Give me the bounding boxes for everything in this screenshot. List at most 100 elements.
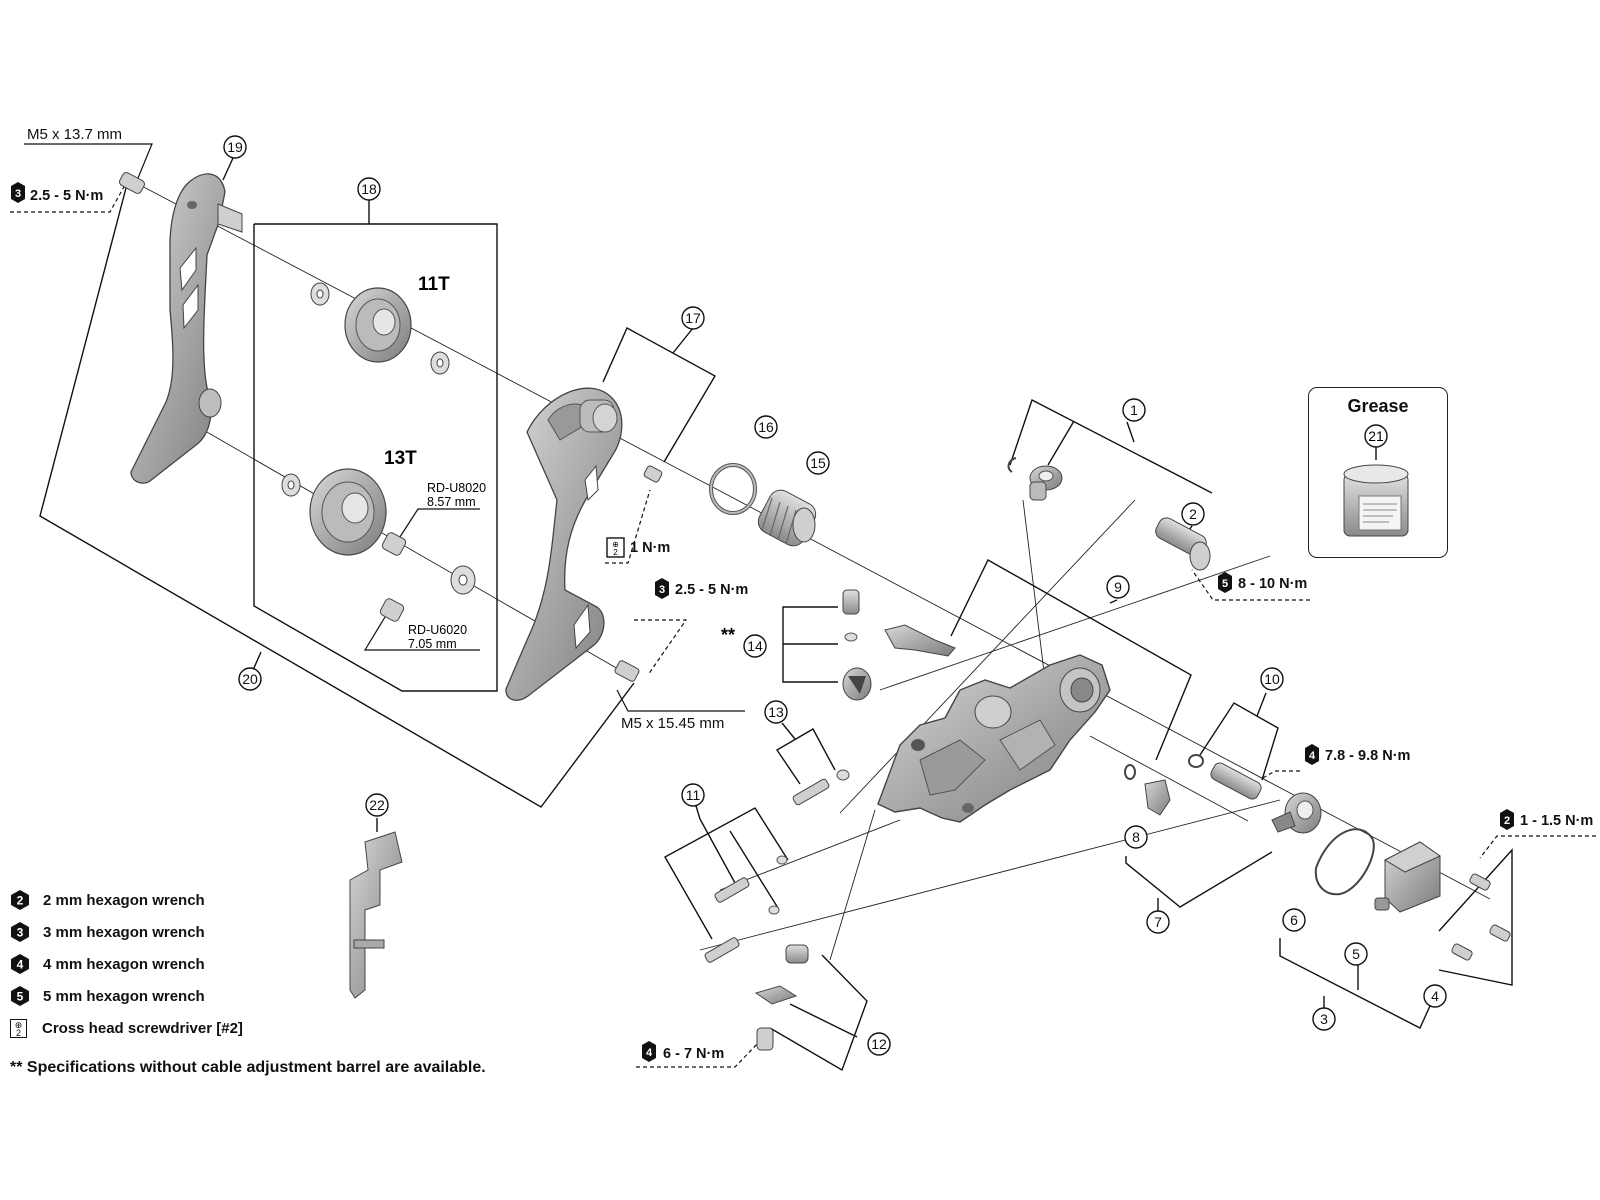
grease-title: Grease [1347,396,1409,416]
cable-guide [884,624,956,657]
svg-text:1 N·m: 1 N·m [630,540,670,556]
grease-box: Grease 21 [1308,387,1448,558]
callout-4: 4 [1423,984,1447,1008]
legend-item: 5 5 mm hexagon wrench [10,980,590,1012]
hex-wrench-icon: 4 [11,954,29,974]
svg-text:4: 4 [1309,750,1316,762]
double-asterisk: ** [721,625,735,645]
legend-text: Cross head screwdriver [#2] [42,1019,243,1037]
svg-text:3: 3 [17,926,24,940]
legend-item: ⊕2 Cross head screwdriver [#2] [10,1012,590,1044]
callout-1: 1 [1122,398,1146,422]
callout-2: 2 [1181,502,1205,526]
svg-text:8 - 10 N·m: 8 - 10 N·m [1238,576,1307,592]
svg-text:20: 20 [242,671,258,687]
callout-8: 8 [1124,825,1148,849]
svg-text:15: 15 [810,455,826,471]
callout-10: 10 [1260,667,1284,691]
pulley-set [281,282,476,622]
spring-clip [709,463,757,515]
svg-text:13: 13 [768,704,784,720]
callout-brackets [39,157,1513,1072]
mounting-bolt [1155,517,1211,571]
inner-cage-plate [130,173,243,484]
callout-14: 14 [743,634,767,658]
torque-12: 4 6 - 7 N·m [642,1041,724,1062]
cage-screw [119,172,145,194]
callout-20: 20 [238,667,262,691]
callout-15: 15 [806,451,830,475]
svg-text:22: 22 [369,797,385,813]
cable-adjust-barrel [842,589,872,701]
clutch-axle [1188,754,1262,800]
svg-text:16: 16 [758,419,774,435]
svg-text:9: 9 [1114,579,1122,595]
torque-17b: 3 2.5 - 5 N·m [655,578,748,599]
callout-9: 9 [1106,575,1130,599]
hex-wrench-icon: 3 [11,922,29,942]
setting-tool [349,831,403,999]
callout-13: 13 [764,700,788,724]
callout-7: 7 [1146,910,1170,934]
legend-item: 4 4 mm hexagon wrench [10,948,590,980]
callout-19: 19 [223,135,247,159]
svg-text:2: 2 [613,548,618,557]
bolt-17-size: M5 x 15.45 mm [621,715,724,732]
callout-17: 17 [681,306,705,330]
clutch-unit [1271,792,1511,961]
callout-11: 11 [681,783,705,807]
svg-text:1 - 1.5 N·m: 1 - 1.5 N·m [1520,813,1593,829]
torque-4: 2 1 - 1.5 N·m [1500,809,1593,830]
derailleur-main-body [877,654,1111,823]
torque-2: 5 8 - 10 N·m [1218,572,1307,593]
svg-text:5: 5 [1222,578,1228,590]
svg-text:17: 17 [685,310,701,326]
axis-lines [137,183,1491,961]
torque-specs: 3 2.5 - 5 N·m ⊕ 2 1 N·m 3 2.5 - 5 N·m 5 … [11,182,1593,1062]
svg-text:1: 1 [1130,402,1138,418]
spacer-u6020-size: 7.05 mm [408,637,457,651]
svg-text:11: 11 [686,787,701,803]
cable-stopper [1124,764,1171,816]
svg-text:21: 21 [1368,428,1384,444]
callout-circles: 1 2 3 4 5 6 7 8 9 10 11 12 13 14 15 16 1… [223,135,1447,1056]
callout-6: 6 [1282,908,1306,932]
cross-screwdriver-icon: ⊕2 [10,1018,27,1038]
torque-17a: ⊕ 2 1 N·m [606,537,670,558]
svg-text:3: 3 [659,584,665,596]
svg-text:4: 4 [17,958,24,972]
legend-text: 5 mm hexagon wrench [43,987,205,1005]
outer-cage-plate [505,387,663,701]
tool-legend: 2 2 mm hexagon wrench 3 3 mm hexagon wre… [10,884,590,1044]
footnote: ** Specifications without cable adjustme… [10,1059,486,1076]
b-axle-parts [1007,457,1063,501]
svg-text:3: 3 [1320,1011,1328,1027]
callout-12: 12 [867,1032,891,1056]
adjusting-screws [704,855,788,963]
legend-item: 2 2 mm hexagon wrench [10,884,590,916]
size-leaders [24,143,745,712]
spacer-u6020-model: RD-U6020 [408,623,467,637]
top-pulley-11t [344,287,412,363]
svg-text:7: 7 [1154,914,1162,930]
svg-text:2.5 - 5 N·m: 2.5 - 5 N·m [30,188,103,204]
svg-text:5: 5 [1352,946,1360,962]
hex-wrench-icon: 5 [11,986,29,1006]
callout-16: 16 [754,415,778,439]
cable-fixing-bolt [754,944,809,1051]
callout-18: 18 [357,177,381,201]
svg-text:5: 5 [17,990,24,1004]
svg-text:19: 19 [227,139,243,155]
pulley-13t-label: 13T [384,448,417,469]
callout-3: 3 [1312,1007,1336,1031]
spacer-u8020-model: RD-U8020 [427,481,486,495]
svg-text:7.8 - 9.8 N·m: 7.8 - 9.8 N·m [1325,748,1410,764]
svg-text:2.5 - 5 N·m: 2.5 - 5 N·m [675,582,748,598]
stopper-screw [792,769,850,806]
legend-text: 4 mm hexagon wrench [43,955,205,973]
torque-19: 3 2.5 - 5 N·m [11,182,103,204]
svg-text:2: 2 [17,894,24,908]
bottom-pulley-13t [309,468,387,556]
bolt-19-size: M5 x 13.7 mm [27,126,122,143]
